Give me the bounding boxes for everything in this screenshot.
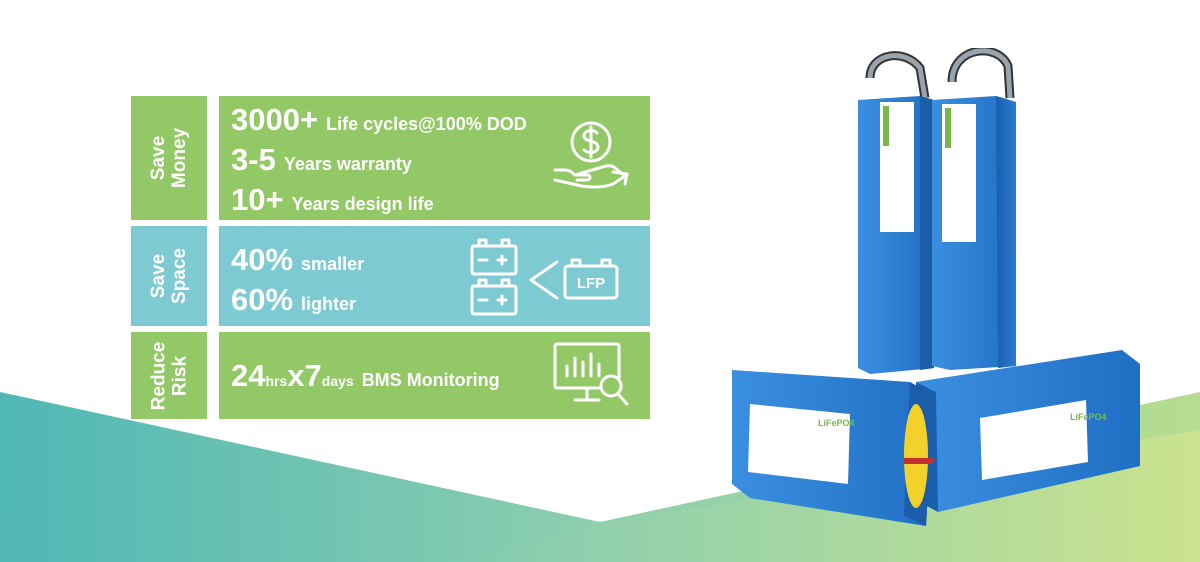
design-life-text: Years design life [291,194,434,214]
money-hand-icon [553,121,629,189]
lifepo4-battery-packs: LiFePO4 LiFePO4 [732,48,1140,526]
monitor-chart-icon [553,342,629,406]
left-pack-chem-label: LiFePO4 [818,418,855,428]
save-space-label-line1: Save [147,253,169,299]
warranty-line: 3-5 Years warranty [231,142,412,178]
save-money-label-line1: Save [148,135,169,181]
bms-line: 24hrsx7days BMS Monitoring [231,358,500,394]
flat-battery-left: LiFePO4 [732,370,934,526]
reduce-risk-panel: 24hrsx7days BMS Monitoring [219,332,650,419]
battery-compare-icon: LFP [470,238,619,316]
smaller-text: smaller [301,254,365,274]
life-cycles-value: 3000+ [231,102,319,137]
lighter-line: 60% lighter [231,282,356,318]
save-space-panel: 40% smaller 60% lighter LFP [219,226,650,326]
save-space-label-line2: Space [168,248,190,304]
warranty-text: Years warranty [283,154,412,174]
days-value: x7 [287,358,322,393]
life-cycles-text: Life cycles@100% DOD [326,114,527,134]
warranty-value: 3-5 [231,142,276,177]
design-life-line: 10+ Years design life [231,182,434,218]
tall-battery-left [858,51,934,374]
design-life-value: 10+ [231,182,284,217]
tall-battery-right [932,48,1016,370]
lfp-icon-label: LFP [577,275,605,292]
save-money-label-line2: Money [169,127,190,189]
lighter-value: 60% [231,282,294,317]
lighter-text: lighter [301,294,357,314]
save-money-panel: 3000+ Life cycles@100% DOD 3-5 Years warra… [219,96,650,220]
right-pack-chem-label: LiFePO4 [1070,412,1107,422]
reduce-risk-label-line1: Reduce [147,341,169,410]
bms-monitoring-text: BMS Monitoring [361,370,500,390]
smaller-line: 40% smaller [231,242,364,278]
hours-value: 24 [231,358,266,393]
reduce-risk-label-line2: Risk [168,355,190,396]
hours-unit: hrs [265,373,288,389]
smaller-value: 40% [231,242,294,277]
life-cycles-line: 3000+ Life cycles@100% DOD [231,102,527,138]
days-unit: days [321,373,354,389]
flat-battery-right: LiFePO4 [916,350,1140,512]
